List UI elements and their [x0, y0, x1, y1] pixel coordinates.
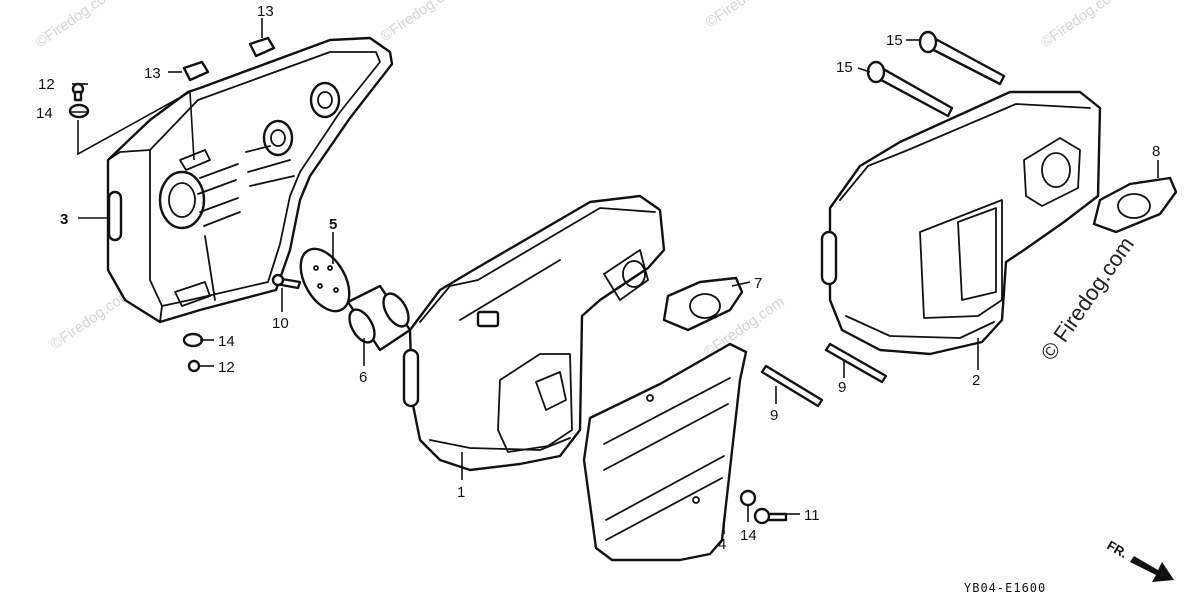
callout-1: 1	[457, 484, 465, 501]
callout-7: 7	[754, 275, 762, 292]
watermark: ©Firedog.com	[703, 0, 790, 31]
callout-9: 9	[838, 379, 846, 396]
part-4-muffler-cover	[582, 342, 748, 562]
part-5-6-spark-arrester	[299, 247, 412, 352]
callout-13: 13	[257, 3, 274, 20]
callout-6: 6	[359, 369, 367, 386]
callout-15: 15	[836, 59, 853, 76]
part-3-muffler-protector	[106, 36, 394, 324]
watermark: ©Firedog.com	[378, 0, 465, 45]
watermark: ©Firedog.com	[1038, 0, 1125, 51]
diagram-code: YB04-E1600	[964, 581, 1046, 595]
callout-15: 15	[886, 32, 903, 49]
front-label: FR.	[1105, 538, 1131, 561]
callout-12: 12	[218, 359, 235, 376]
studs-and-bolts	[760, 30, 1006, 408]
small-hardware	[68, 36, 788, 525]
callout-12: 12	[38, 76, 55, 93]
callout-5: 5	[329, 216, 337, 233]
part-1-muffler	[402, 194, 666, 472]
front-direction-indicator: FR.	[1105, 538, 1174, 582]
callout-10: 10	[272, 315, 289, 332]
callout-11: 11	[804, 507, 820, 524]
callout-2: 2	[972, 372, 980, 389]
callout-14: 14	[36, 105, 53, 122]
part-2-muffler-alt	[820, 90, 1102, 356]
front-arrow-icon	[1130, 556, 1174, 582]
callout-14: 14	[218, 333, 235, 350]
callout-4: 4	[718, 536, 726, 553]
callout-13: 13	[144, 65, 161, 82]
leader-lines	[70, 18, 1159, 534]
watermark: ©Firedog.com	[33, 0, 120, 51]
brand-text: © Firedog.com	[1036, 232, 1139, 365]
callouts: 13 13 12 14 3 5 10 14 12 6 1 7 9 9 2 8 1…	[36, 3, 1160, 553]
callout-14: 14	[740, 527, 757, 544]
callout-3: 3	[60, 211, 68, 228]
callout-8: 8	[1152, 143, 1160, 160]
callout-9: 9	[770, 407, 778, 424]
